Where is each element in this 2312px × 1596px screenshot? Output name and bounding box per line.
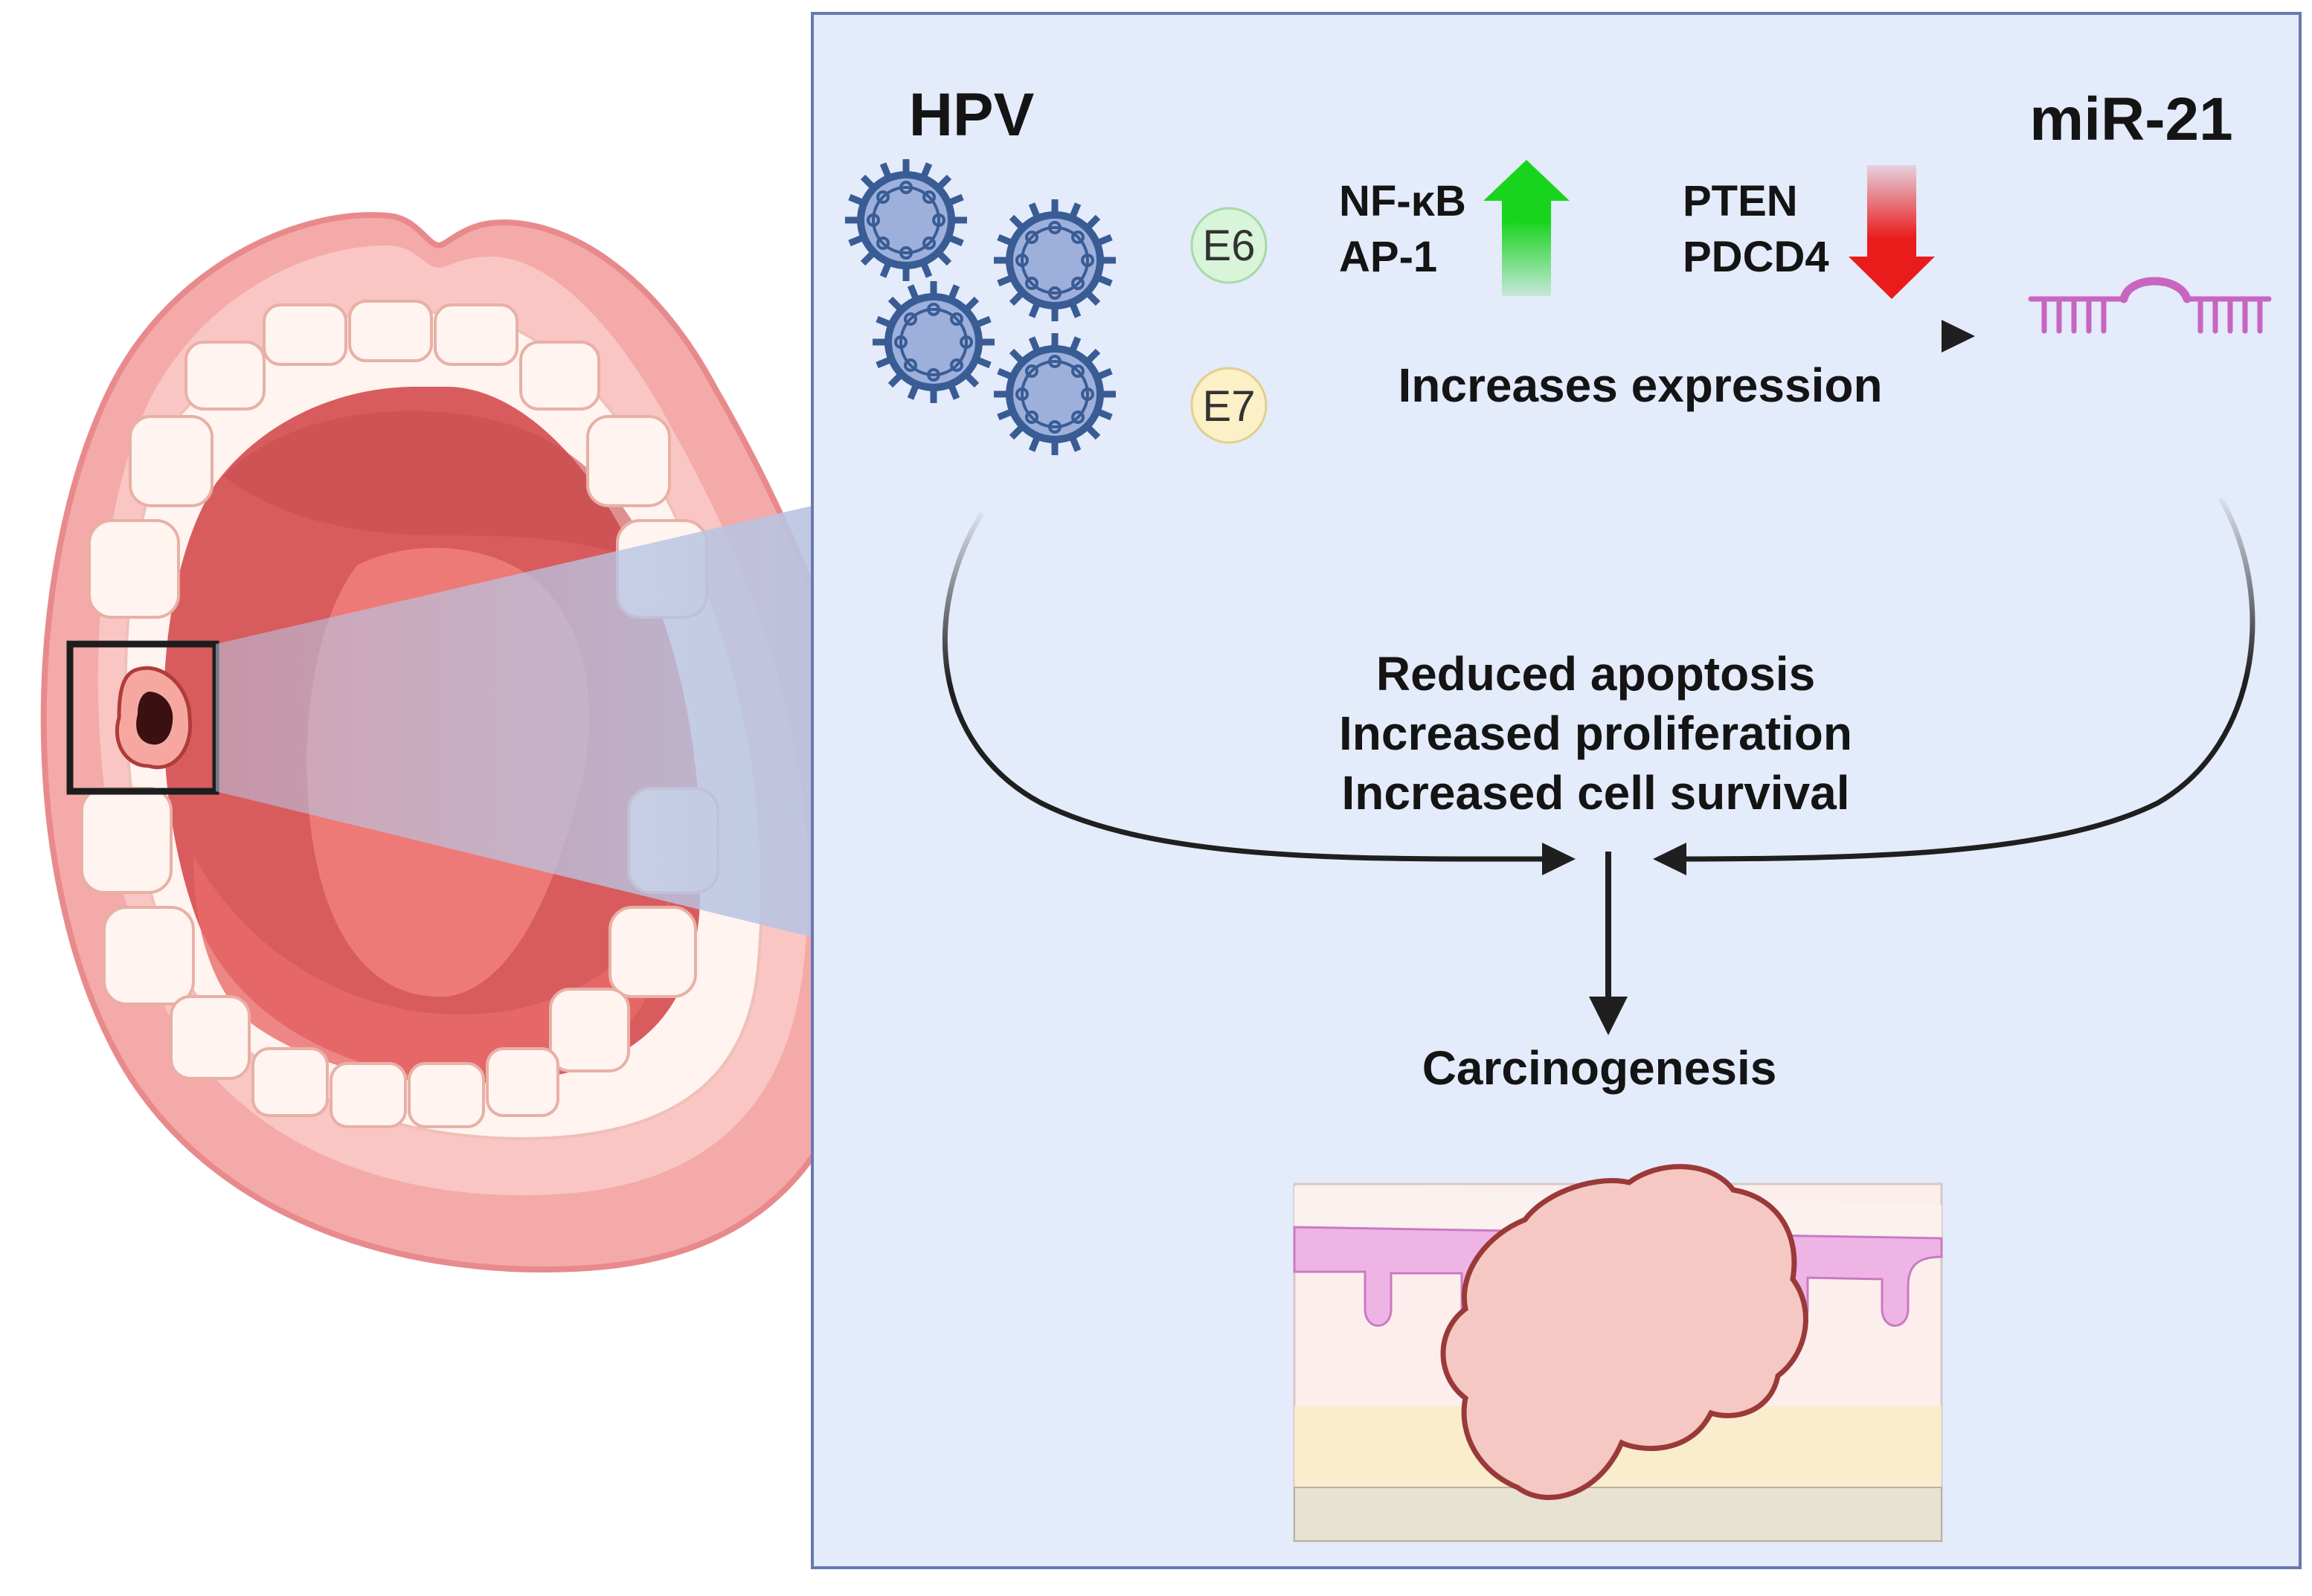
mir21-curve-arrowhead — [1653, 843, 1686, 875]
nfkb-label: NF-κB — [1339, 177, 1466, 225]
ap1-label: AP-1 — [1339, 233, 1437, 281]
e7-chip — [1190, 367, 1268, 444]
arrow-up-icon — [1483, 160, 1570, 296]
hpv-to-outcome-curve — [942, 512, 1555, 862]
outcome-increased-proliferation: Increased proliferation — [1339, 707, 1852, 760]
increases-expression-label: Increases expression — [1398, 358, 1882, 412]
pdcd4-label: PDCD4 — [1683, 233, 1829, 281]
hpv-curve-arrowhead — [1542, 843, 1576, 875]
virus-particle-icon — [994, 199, 1116, 321]
e6-label: E6 — [1203, 222, 1256, 270]
pten-label: PTEN — [1683, 177, 1798, 225]
mir21-label: miR-21 — [2029, 86, 2232, 153]
hpv-label: HPV — [909, 81, 1035, 149]
zoom-wedge — [216, 506, 812, 937]
tissue-tumor-icon — [1293, 1164, 1943, 1542]
carcinogenesis-label: Carcinogenesis — [1422, 1041, 1777, 1095]
outcome-reduced-apoptosis: Reduced apoptosis — [1376, 647, 1815, 701]
virus-particle-icon — [994, 333, 1116, 455]
e7-label: E7 — [1203, 382, 1256, 431]
mir21-to-outcome-curve — [1673, 497, 2255, 862]
carcinogenesis-arrowhead — [1589, 997, 1628, 1035]
arrow-down-icon — [1849, 165, 1935, 299]
virus-particle-icon — [845, 159, 967, 281]
e6-chip — [1190, 207, 1268, 284]
outcome-increased-cell-survival: Increased cell survival — [1341, 766, 1849, 820]
virus-particle-icon — [873, 281, 995, 403]
mirna-hairpin-icon — [2028, 277, 2272, 334]
expression-arrowhead — [1942, 320, 1975, 353]
